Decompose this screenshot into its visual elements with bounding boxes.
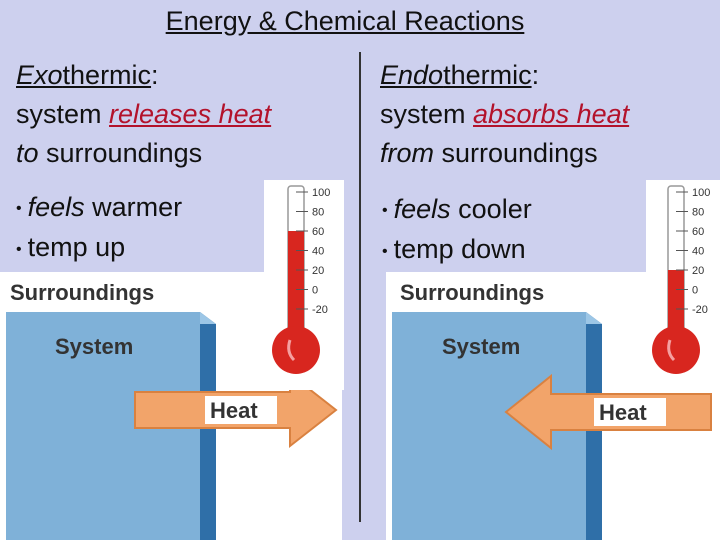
exo-feels: feels	[27, 192, 85, 222]
exo-prefix: Exo	[16, 60, 63, 90]
endothermic-text: Endothermic: system absorbs heat from su…	[380, 56, 629, 173]
scale-label: 40	[692, 246, 704, 258]
exothermic-heading: Exothermic:	[16, 56, 271, 95]
scale-label: 100	[692, 187, 710, 199]
heat-label-bg	[205, 396, 277, 424]
exo-releases-heat: releases heat	[109, 99, 272, 129]
endo-bullet-2: • temp down	[382, 230, 532, 270]
bulb-highlight	[667, 339, 676, 362]
scale-label: 20	[312, 265, 324, 277]
endo-suffix: thermic	[443, 60, 532, 90]
endothermic-bullets: • feels cooler • temp down	[382, 190, 532, 271]
scale-label: 80	[312, 207, 324, 219]
thermometer-mercury	[288, 231, 304, 350]
endo-temp-down: temp down	[393, 234, 526, 265]
surroundings-label: Surroundings	[10, 280, 154, 305]
thermometer-bulb	[272, 326, 320, 374]
endo-cooler: cooler	[450, 194, 532, 224]
thermometer-right: 100 80 60 40 20 0 -20	[646, 180, 720, 390]
exo-system-word: system	[16, 99, 110, 129]
page-title: Energy & Chemical Reactions	[165, 6, 525, 36]
exo-temp-up: temp up	[27, 232, 126, 263]
scale-label: 0	[692, 285, 698, 297]
bullet-dot-icon: •	[16, 240, 22, 258]
endo-line-3: from surroundings	[380, 134, 629, 173]
exo-suffix: thermic	[62, 60, 152, 90]
exo-bullet-1: • feels warmer	[16, 188, 182, 228]
exo-colon: :	[151, 60, 159, 90]
scale-label: -20	[692, 304, 708, 316]
heat-label: Heat	[210, 398, 258, 423]
bulb-highlight	[287, 339, 296, 362]
endothermic-heading: Endothermic:	[380, 56, 629, 95]
system-label: System	[55, 334, 133, 359]
thermometer-scale: 100 80 60 40 20 0 -20	[296, 187, 330, 316]
exo-to-word: to	[16, 138, 39, 168]
bullet-dot-icon: •	[16, 200, 22, 218]
exo-line-3: to surroundings	[16, 134, 271, 173]
endothermic-diagram: Surroundings System Heat	[386, 272, 720, 540]
heat-label: Heat	[599, 400, 647, 425]
scale-label: 100	[312, 187, 330, 199]
surroundings-label: Surroundings	[400, 280, 544, 305]
thermometer-left: 100 80 60 40 20 0 -20	[264, 180, 344, 390]
column-divider	[359, 52, 361, 522]
endo-line-2: system absorbs heat	[380, 95, 629, 134]
exo-line-2: system releases heat	[16, 95, 271, 134]
system-label: System	[442, 334, 520, 359]
endo-bullet-1: • feels cooler	[382, 190, 532, 230]
scale-label: 60	[312, 226, 324, 238]
scale-label: 60	[692, 226, 704, 238]
scale-label: 20	[692, 265, 704, 277]
heat-label-bg	[594, 398, 666, 426]
bullet-dot-icon: •	[382, 202, 388, 220]
endo-feels: feels	[393, 194, 451, 224]
endo-surroundings-word: surroundings	[434, 138, 598, 168]
scale-label: -20	[312, 304, 328, 316]
exo-warmer: warmer	[84, 192, 183, 222]
exo-bullet-2: • temp up	[16, 228, 182, 268]
endo-system-word: system	[380, 99, 474, 129]
scale-label: 80	[692, 207, 704, 219]
endo-prefix: Endo	[380, 60, 444, 90]
endo-absorbs-heat: absorbs heat	[473, 99, 630, 129]
exothermic-bullets: • feels warmer • temp up	[16, 188, 182, 269]
exo-surroundings-word: surroundings	[38, 138, 203, 168]
scale-label: 40	[312, 246, 324, 258]
endo-from-word: from	[380, 138, 434, 168]
bullet-dot-icon: •	[382, 242, 388, 260]
thermometer-scale: 100 80 60 40 20 0 -20	[676, 187, 710, 316]
scale-label: 0	[312, 285, 318, 297]
exothermic-text: Exothermic: system releases heat to surr…	[16, 56, 271, 173]
thermometer-bulb	[652, 326, 700, 374]
endo-colon: :	[531, 60, 540, 90]
